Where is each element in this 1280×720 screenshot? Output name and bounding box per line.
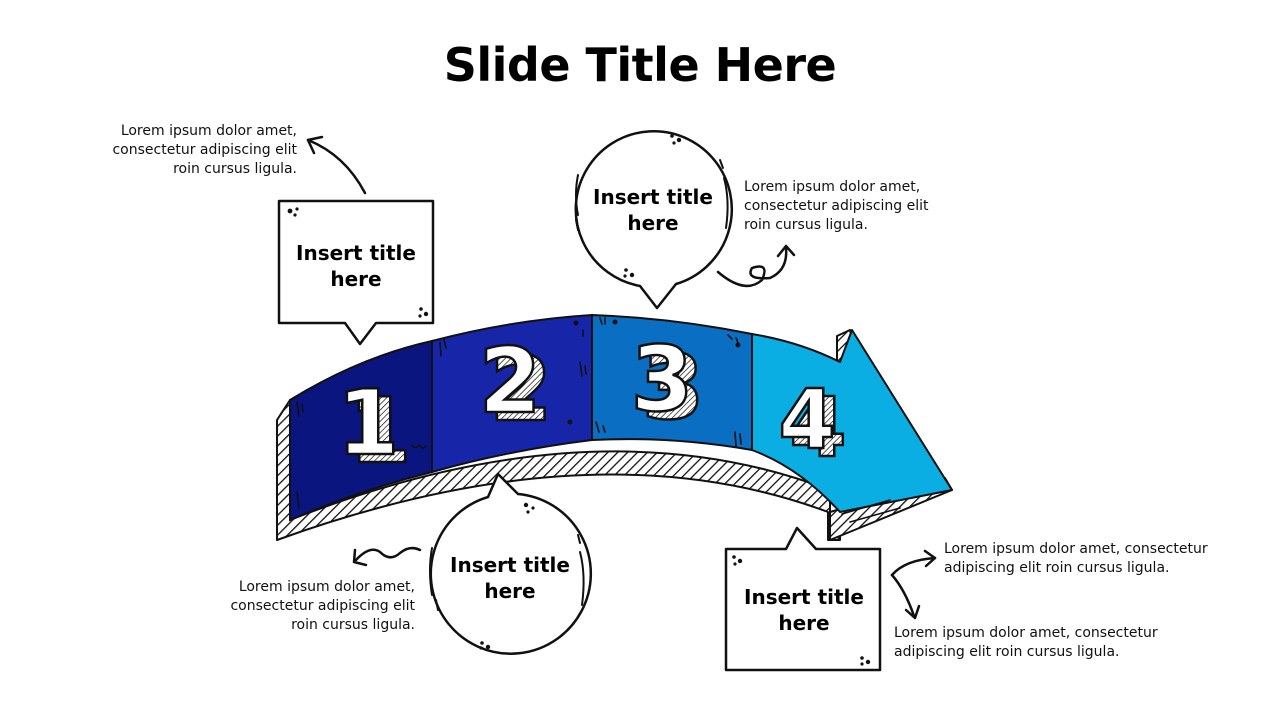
arrowhead-icon — [923, 549, 937, 568]
arrowhead-icon — [776, 244, 796, 258]
step-1-title-line1: Insert title — [296, 241, 416, 265]
wavy-arrow-icon — [354, 546, 422, 562]
arrow-dots — [567, 319, 741, 425]
step-1-title: Insert title here — [279, 240, 433, 292]
step-4a-desc-line: Lorem ipsum dolor amet, consectetur — [944, 541, 1208, 557]
step-2-title-line2: here — [627, 211, 679, 235]
step-4b-desc-line: adipiscing elit roin cursus ligula. — [894, 644, 1120, 660]
bubble-3-dots — [479, 502, 535, 650]
step-2-desc-line: roin cursus ligula. — [744, 217, 868, 233]
step-1-title-line2: here — [330, 267, 382, 291]
step-3-description: Lorem ipsum dolor amet, consectetur adip… — [230, 578, 415, 635]
bubble-3-doodles — [429, 534, 585, 611]
callout-bubble-2 — [574, 130, 734, 310]
arrowhead-icon — [306, 135, 324, 155]
step-1-description: Lorem ipsum dolor amet, consectetur adip… — [112, 122, 297, 179]
step-3-desc-line: consectetur adipiscing elit — [230, 598, 415, 614]
step-3-title: Insert title here — [430, 552, 590, 604]
step-3-title-line1: Insert title — [450, 553, 570, 577]
step-4-description-a: Lorem ipsum dolor amet, consectetur adip… — [944, 540, 1208, 578]
step-2-description: Lorem ipsum dolor amet, consectetur adip… — [744, 178, 929, 235]
step-4-title: Insert title here — [726, 584, 882, 636]
step-2-desc-line: consectetur adipiscing elit — [744, 198, 929, 214]
step-number-3-face: 3 — [631, 327, 694, 432]
step-4-title-line1: Insert title — [744, 585, 864, 609]
callout-box-1 — [277, 199, 435, 346]
step-4-title-line2: here — [778, 611, 830, 635]
split-arrow-icon — [890, 556, 937, 618]
step-1-desc-line: consectetur adipiscing elit — [112, 142, 297, 158]
step-4-description-b: Lorem ipsum dolor amet, consectetur adip… — [894, 624, 1158, 662]
bubble-2-doodles — [575, 159, 729, 231]
step-number-1: 1 — [349, 379, 412, 484]
callout-bubble-3 — [429, 472, 593, 655]
step-number-1-face: 1 — [337, 371, 400, 476]
step-2-title-line1: Insert title — [593, 185, 713, 209]
callout-box-4 — [724, 526, 882, 672]
step-3-desc-line: Lorem ipsum dolor amet, — [238, 579, 415, 595]
step-3-title-line2: here — [484, 579, 536, 603]
arrow-doodles — [296, 317, 901, 523]
step-1-desc-line: roin cursus ligula. — [173, 161, 297, 177]
callout-4-dots — [732, 555, 871, 666]
slide-title: Slide Title Here — [443, 38, 837, 92]
loop-arrow-icon — [716, 246, 788, 288]
step-4a-desc-line: adipiscing elit roin cursus ligula. — [944, 560, 1170, 576]
step-numbers: 1 1 2 2 3 3 4 4 — [335, 326, 847, 486]
arrowhead-icon — [904, 604, 921, 620]
step-number-4: 4 — [789, 381, 846, 476]
step-2-desc-line: Lorem ipsum dolor amet, — [744, 179, 921, 195]
step-number-4-face: 4 — [778, 373, 835, 468]
curved-arrow-icon — [306, 138, 367, 195]
arrow-segments — [289, 313, 953, 522]
step-number-2-face: 2 — [479, 329, 542, 434]
arrow-segment-4 — [751, 329, 953, 513]
step-1-desc-line: Lorem ipsum dolor amet, — [120, 123, 297, 139]
step-2-title: Insert title here — [572, 184, 734, 236]
step-number-3: 3 — [642, 335, 705, 440]
bubble-2-dots — [623, 134, 682, 278]
step-4b-desc-line: Lorem ipsum dolor amet, consectetur — [894, 625, 1158, 641]
step-3-desc-line: roin cursus ligula. — [291, 617, 415, 633]
step-number-2: 2 — [490, 337, 553, 442]
arrowhead-icon — [352, 548, 368, 567]
callout-1-doodles — [287, 207, 429, 318]
